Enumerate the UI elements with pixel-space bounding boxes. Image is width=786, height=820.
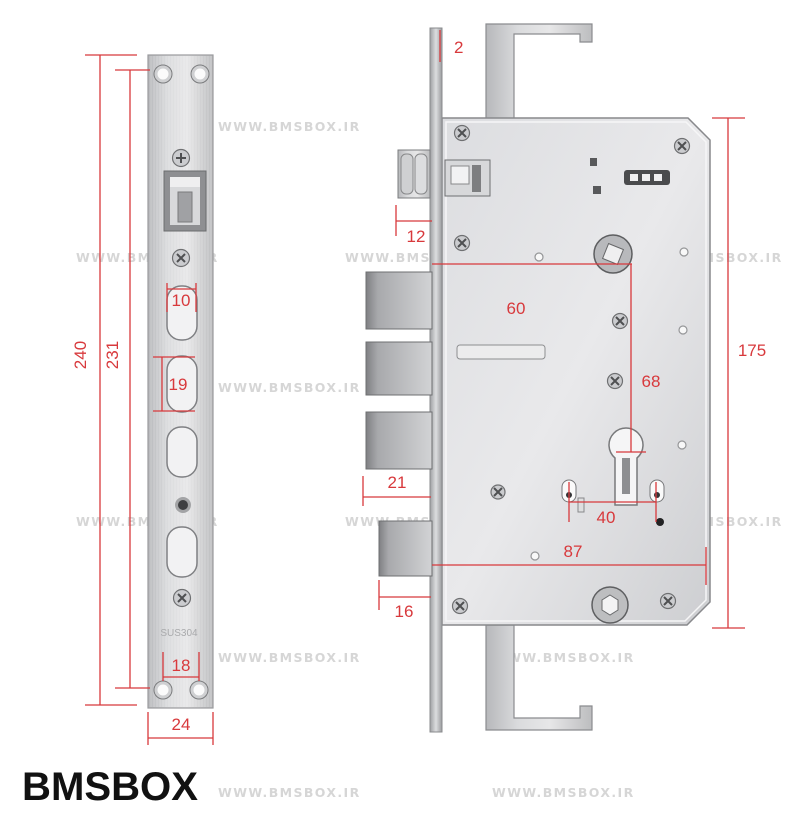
- dimension-cylinder-width: 40: [568, 482, 657, 527]
- mounting-hole-bottom-right: [189, 680, 209, 700]
- deadbolt: [365, 341, 433, 396]
- mounting-hole-top-right: [190, 64, 210, 84]
- small-hole: [677, 440, 687, 450]
- dimension-label: 16: [395, 602, 414, 621]
- brand-logo: BMSBOX: [22, 765, 198, 809]
- dimension-label: 19: [169, 375, 188, 394]
- dimension-deadbolt-projection: 21: [362, 473, 431, 506]
- faceplate-dimensions: 240 231 10 19 18: [71, 54, 214, 745]
- dimension-label: 10: [172, 291, 191, 310]
- watermark-text: WWW.BMSBOX.IR: [218, 650, 361, 665]
- indicator-cell: [630, 174, 638, 181]
- bottom-cam-hub: [591, 586, 629, 624]
- screw: [171, 148, 191, 168]
- dimension-label: 240: [71, 341, 90, 369]
- watermark-text: WWW.BMSBOX.IR: [218, 380, 361, 395]
- bolt-slot: [166, 285, 198, 341]
- screw: [171, 248, 191, 268]
- dimension-bottom-hole-spacing: 18: [162, 652, 200, 681]
- deadbolt: [365, 411, 433, 470]
- small-hole: [534, 252, 544, 262]
- deadbolt: [365, 271, 433, 330]
- dimension-auxiliary-bolt-projection: 16: [378, 580, 431, 621]
- latch-window: [163, 170, 207, 232]
- watermark-text: WWW.BMSBOX.IR: [218, 785, 361, 800]
- screw: [451, 597, 469, 615]
- dimension-label: 2: [454, 38, 463, 57]
- handle-spindle-hub: [593, 234, 633, 274]
- screw: [606, 372, 624, 390]
- dimension-slot-height: 19: [153, 356, 195, 412]
- dimension-label: 21: [388, 473, 407, 492]
- dimension-label: 175: [738, 341, 766, 360]
- dimension-mounting-hole-spacing: 231: [103, 69, 150, 689]
- bolt-slot: [166, 526, 198, 578]
- watermark-text: WWW.BMSBOX.IR: [492, 650, 635, 665]
- dimension-label: 18: [172, 656, 191, 675]
- cylinder-screw-hole-right: [649, 479, 665, 503]
- square-hole: [590, 158, 597, 166]
- round-hole: [175, 497, 191, 513]
- small-hole: [679, 247, 689, 257]
- dimension-latch-projection: 12: [395, 205, 432, 246]
- dimension-backset: 60: [432, 263, 632, 318]
- screw: [673, 137, 691, 155]
- screw: [659, 592, 677, 610]
- screw: [490, 484, 506, 500]
- dimension-slot-width: 10: [166, 283, 197, 312]
- latch-bolt: [397, 149, 431, 199]
- mounting-hole-bottom-left: [153, 680, 173, 700]
- bolt-slot: [166, 426, 198, 478]
- dimension-label: 40: [597, 508, 616, 527]
- auxiliary-bolt: [378, 520, 433, 577]
- screw: [611, 312, 629, 330]
- watermark-text: WWW.BMSBOX.IR: [492, 785, 635, 800]
- small-hole: [530, 551, 540, 561]
- dimension-label: 231: [103, 341, 122, 369]
- lock-body-dimensions: 2 12 60 68 21 40 87: [362, 30, 766, 629]
- dimension-label: 24: [172, 715, 191, 734]
- dimension-faceplate-thickness: 2: [439, 30, 463, 62]
- dimension-handle-to-cylinder: 68: [616, 264, 661, 453]
- small-hole: [678, 325, 688, 335]
- mounting-hole-top-left: [153, 64, 173, 84]
- screw: [172, 588, 192, 608]
- indicator-cell: [654, 174, 662, 181]
- latch-tail: [444, 159, 491, 197]
- dimension-faceplate-length: 240: [71, 54, 137, 706]
- lock-case-bevel: [445, 121, 707, 622]
- indicator-cell: [642, 174, 650, 181]
- bolt-slot: [166, 355, 198, 413]
- dimension-label: 68: [642, 372, 661, 391]
- top-rod-bracket: [485, 23, 593, 121]
- screw: [453, 124, 471, 142]
- small-dark-hole: [656, 518, 664, 526]
- watermark-text: WWW.BMSBOX.IR: [218, 119, 361, 134]
- dimension-faceplate-width: 24: [147, 712, 214, 745]
- faceplate-front-view: SUS304: [147, 54, 214, 709]
- lock-body-side-view: [365, 23, 711, 733]
- guide-slot: [456, 344, 546, 360]
- dimension-label: 87: [564, 542, 583, 561]
- small-slot: [577, 497, 585, 513]
- dimension-label: 12: [407, 227, 426, 246]
- bottom-rod-bracket: [485, 624, 593, 731]
- dimension-case-height: 175: [712, 117, 766, 629]
- material-stamp: SUS304: [160, 628, 198, 639]
- square-hole: [593, 186, 601, 194]
- dimension-label: 60: [507, 299, 526, 318]
- dimension-case-width: 87: [432, 542, 707, 585]
- screw: [453, 234, 471, 252]
